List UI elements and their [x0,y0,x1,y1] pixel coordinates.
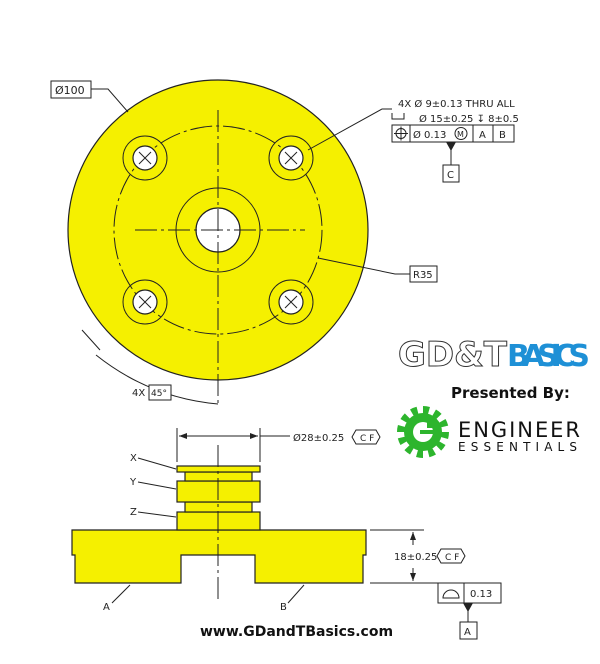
svg-text:Ø28±0.25: Ø28±0.25 [293,432,344,444]
svg-text:B: B [280,602,287,613]
svg-text:A: A [103,602,110,613]
logo-gdt: GD&T [398,335,508,375]
hole-callout-line1: 4X Ø 9±0.13 THRU ALL [398,98,515,110]
position-icon [394,126,408,141]
svg-text:C: C [447,170,454,181]
svg-text:Ø 0.13: Ø 0.13 [413,129,446,141]
svg-text:4X: 4X [132,388,145,399]
presented-by: Presented By: [451,384,570,402]
svg-text:18±0.25: 18±0.25 [394,552,437,563]
profile-surface-icon [442,589,460,599]
sponsor-line1: ENGINEER [458,418,580,442]
diameter-label: Ø100 [55,84,85,97]
sponsor-line2: ESSENTIALS [458,440,580,454]
radius-label: R35 [413,270,433,281]
hole-callout-line2: Ø 15±0.25 ↧ 8±0.5 [419,113,519,125]
website-link[interactable]: www.GDandTBasics.com [200,624,393,640]
svg-text:B: B [499,130,506,141]
svg-text:A: A [479,130,486,141]
svg-text:M: M [457,130,464,139]
svg-text:0.13: 0.13 [470,589,492,600]
angle-label: 45° [151,389,167,399]
svg-text:Z: Z [130,507,137,518]
svg-text:X: X [130,453,137,464]
svg-text:Y: Y [129,477,137,488]
feature-control-frame: Ø 0.13 M A B C [391,124,515,183]
gear-logo-icon [397,406,449,458]
side-view: Ø28±0.25 C F X Y Z A B 18±0.25 C F 0.13 … [71,428,502,640]
logo-basics: BASICS [507,339,590,374]
branding: GD&T BASICS Presented By: ENGINEER ESSEN… [200,335,590,641]
svg-text:C F: C F [360,434,374,444]
svg-text:A: A [464,627,471,638]
bolt-holes [122,135,314,325]
base-flange [71,529,367,584]
top-view: Ø100 4X Ø 9±0.13 THRU ALL Ø 15±0.25 ↧ 8±… [50,79,519,405]
svg-text:C F: C F [445,553,459,563]
